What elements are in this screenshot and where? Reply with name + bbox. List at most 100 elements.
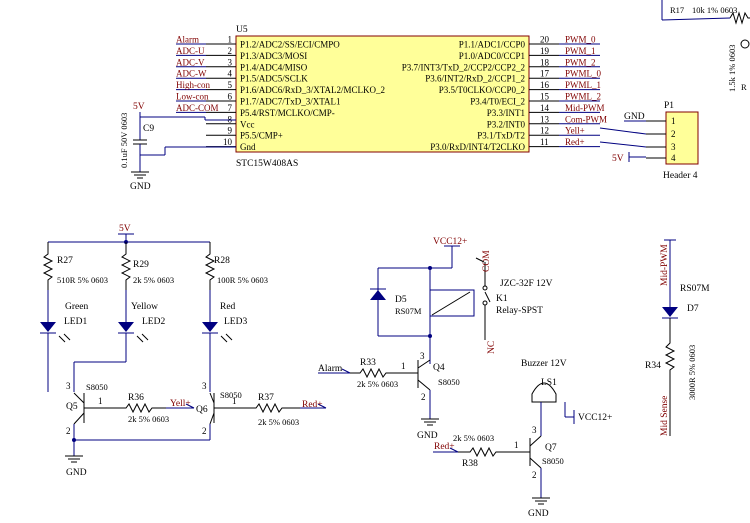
right-clip-ref: R [741, 82, 747, 92]
u5-right-net-label: Red+ [565, 137, 585, 147]
c9-5v-label: 5V [133, 102, 145, 112]
r17-ref: R17 [670, 5, 684, 15]
u5-right-pin-name: P3.0/RxD/INT4/T2CLKO [430, 142, 525, 152]
r34-ref: R34 [645, 361, 661, 371]
right-clip-circle [740, 39, 750, 49]
u5-left-net-label: ADC-COM [176, 103, 219, 113]
u5-left-pin-num: 5 [228, 80, 233, 90]
q6-pin3: 3 [202, 381, 207, 391]
u5-right-pin-name: P3.6/INT2/RxD_2/CCP1_2 [425, 74, 525, 84]
c9-section: 5V C9 GND 0.1uF 50V 0603 [119, 102, 236, 192]
u5-right-net-label: PWML_0 [565, 69, 602, 79]
ls1-ref: LS1 [541, 378, 557, 388]
u5-left-net-label: Alarm [176, 35, 199, 45]
right-clip-value: 1.5k 1% 0603 [727, 45, 737, 92]
led3-symbol [202, 322, 218, 332]
q5-part: S8050 [86, 382, 108, 392]
top-right-clip: R17 10k 1% 0603 1.5k 1% 0603 R [661, 0, 750, 92]
relay-alarm-net: Alarm [318, 364, 343, 374]
r17-value: 10k 1% 0603 [692, 5, 737, 15]
buzzer-section: Buzzer 12V LS1 VCC12+ Red+ 2k 5% 0603 R3… [433, 359, 612, 519]
q7-pin1: 1 [514, 440, 519, 450]
q7-pin3: 3 [532, 425, 537, 435]
q4-pin2: 2 [421, 392, 426, 402]
q7-pin2: 2 [532, 470, 537, 480]
u5-right-pin-name: P3.5/T0CLKO/CCP0_2 [439, 85, 525, 95]
relay-com-label: COM [482, 250, 492, 272]
r38-ref: R38 [462, 459, 478, 469]
u5-right-pin-num: 20 [540, 35, 550, 45]
u5-right-net-label: PWM_2 [565, 57, 596, 67]
r28-ref: R28 [214, 256, 230, 266]
r37-value: 2k 5% 0603 [258, 417, 299, 427]
r34-value: 3000R 5% 0603 [687, 345, 697, 400]
p1-pin1: 1 [671, 116, 676, 126]
u5-left-pin-num: 3 [228, 57, 233, 67]
p1-header: P1 1 2 3 4 Header 4 GND 5V [599, 101, 699, 181]
u5-right-net-label: PWML_2 [565, 92, 601, 102]
led1-ref: LED1 [64, 317, 87, 327]
u5-right-net-label: Mid-PWM [565, 103, 605, 113]
buzzer-vcc-label: VCC12+ [578, 413, 612, 423]
q5-pin3: 3 [66, 381, 71, 391]
p1-body [665, 111, 699, 165]
q6-ref: Q6 [196, 405, 208, 415]
p1-pin3: 3 [671, 142, 676, 152]
r29-value: 2k 5% 0603 [133, 275, 174, 285]
led-section: 5V R27 510R 5% 0603 R29 2k 5% 0603 R28 1… [40, 224, 327, 478]
u5-left-pin-num: 10 [223, 137, 233, 147]
d7-symbol [662, 307, 678, 317]
u5-ref: U5 [236, 25, 248, 35]
led2-ref: LED2 [142, 317, 165, 327]
u5-right-net-label: PWM_0 [565, 35, 596, 45]
d7-ref: D7 [687, 304, 699, 314]
k1-ref: K1 [496, 294, 508, 304]
u5-left-net-label: ADC-V [176, 57, 205, 67]
u5-right-pin-name: P1.1/ADC1/CCP0 [459, 40, 526, 50]
u5-left-pin-name: P1.4/ADC4/MISO [240, 62, 308, 72]
u5-left-net-label: ADC-W [176, 69, 207, 79]
u5-left-pin-name: P5.5/CMP+ [240, 131, 283, 141]
led1-symbol [40, 322, 56, 332]
r36-value: 2k 5% 0603 [128, 414, 169, 424]
r37-ref: R37 [258, 393, 274, 403]
d5-ref: D5 [395, 295, 407, 305]
u5-left-pin-name: P1.7/ADC7/TxD_3/XTAL1 [240, 97, 341, 107]
u5-left-net-label: High-con [176, 80, 210, 90]
u5-left-pin-num: 4 [228, 69, 233, 79]
u5-right-pin-num: 18 [540, 57, 550, 67]
relay-section: VCC12+ D5 RS07M JZC-32F 12V K1 Relay-SPS… [318, 237, 553, 441]
u5-right-net-label: Yell+ [565, 126, 585, 136]
q5-pin2: 2 [66, 426, 71, 436]
u5-right-pin-num: 17 [540, 69, 550, 79]
d7-part: RS07M [680, 284, 710, 294]
r27-ref: R27 [57, 256, 73, 266]
u5-part: STC15W408AS [236, 159, 298, 169]
mid-sense-label: Mid Sense [660, 396, 670, 436]
mid-pwm-label: Mid-PWM [660, 244, 670, 286]
q6-part: S8050 [220, 390, 242, 400]
q4-part: S8050 [438, 377, 460, 387]
u5-right-pin-name: P3.3/INT1 [487, 108, 525, 118]
u5-right-pin-name: P3.4/T0/ECI_2 [470, 97, 525, 107]
u5-right-pin-name: P3.2/INT0 [487, 119, 526, 129]
u5-right-net-label: PWM_1 [565, 46, 596, 56]
r38-net: Red+ [434, 442, 455, 452]
relay-nc-label: NC [487, 341, 497, 354]
relay-vcc-label: VCC12+ [433, 237, 467, 247]
u5-right-pin-num: 12 [540, 126, 549, 136]
u5-left-net-label: ADC-U [176, 46, 205, 56]
u5-right-pin-name: P3.7/INT3/TxD_2/CCP2/CCP2_2 [402, 62, 525, 72]
u5-left-pin-name: Vcc [240, 119, 255, 129]
q7-part: S8050 [542, 456, 564, 466]
q4-pin1: 1 [401, 361, 406, 371]
p1-5v-label: 5V [612, 154, 624, 164]
c9-value: 0.1uF 50V 0603 [119, 113, 129, 168]
buzzer-title: Buzzer 12V [521, 359, 567, 369]
relay-gnd-label: GND [417, 431, 438, 441]
r36-net: Yell+ [170, 399, 191, 409]
p1-pin4: 4 [671, 153, 676, 163]
q5-pin1: 1 [98, 396, 103, 406]
